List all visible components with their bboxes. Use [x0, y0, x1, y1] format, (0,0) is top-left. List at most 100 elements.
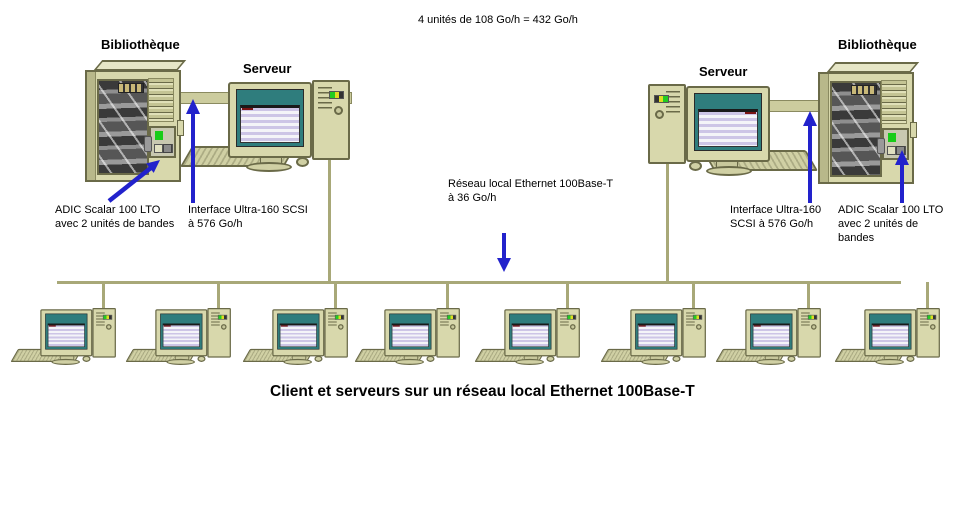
library-side-tab [910, 122, 917, 138]
monitor-base [641, 358, 670, 366]
computer-workstation [600, 308, 706, 369]
tower-power-button [655, 110, 664, 119]
tower-vents [560, 312, 569, 326]
screen-window [240, 104, 300, 143]
computer-workstation [125, 308, 231, 369]
tower-led-indicator [692, 314, 703, 320]
up-arrow-icon [186, 99, 200, 203]
green-led-icon [155, 131, 163, 140]
screen-window [162, 323, 200, 348]
monitor-screen [869, 313, 912, 350]
computer-workstation [474, 308, 580, 369]
tower-power-button [334, 106, 343, 115]
screen-window [752, 323, 790, 348]
panel-button [887, 146, 896, 155]
monitor-base [875, 358, 904, 366]
tower-power-button [338, 324, 344, 330]
tower-vents [440, 312, 449, 326]
library-glass-door [97, 79, 149, 175]
server-workstation-right [648, 84, 819, 182]
library-right [818, 62, 920, 186]
tower-led-indicator [807, 314, 818, 320]
library-control-panel [877, 128, 909, 160]
computer-workstation [834, 308, 940, 369]
computer-tower [324, 308, 348, 358]
client-workstation [10, 282, 117, 370]
computer-tower [92, 308, 116, 358]
lan-note: Réseau local Ethernet 100Base-T à 36 Go/… [448, 178, 614, 204]
library-side-face [87, 72, 96, 180]
mouse [546, 355, 555, 362]
client-network-drop [217, 282, 220, 309]
client-network-drop [926, 282, 929, 309]
library-control-panel [144, 126, 176, 158]
computer-workstation [179, 80, 350, 178]
monitor-base [51, 358, 80, 366]
server-left-network-drop [328, 156, 331, 284]
computer-tower [556, 308, 580, 358]
client-workstation [354, 282, 461, 370]
tower-led-indicator [566, 314, 577, 320]
computer-tower [916, 308, 940, 358]
screen-window [637, 323, 675, 348]
monitor-screen [160, 313, 203, 350]
library-left-label: Bibliothèque [101, 37, 180, 52]
scsi-left-note: Interface Ultra-160 SCSI à 576 Go/h [188, 204, 308, 230]
client-network-drop [102, 282, 105, 309]
throughput-note: 4 unités de 108 Go/h = 432 Go/h [418, 14, 578, 26]
monitor [745, 309, 798, 357]
computer-tower [797, 308, 821, 358]
monitor-screen [45, 313, 88, 350]
library-front-face [85, 70, 184, 182]
monitor-base [246, 162, 292, 172]
monitor [40, 309, 93, 357]
down-arrow-icon [497, 233, 511, 272]
library-left [85, 60, 187, 184]
computer-workstation [715, 308, 821, 369]
computer-tower [207, 308, 231, 358]
green-led-icon [888, 133, 896, 142]
client-workstation [125, 282, 232, 370]
tower-power-button [696, 324, 702, 330]
computer-tower [436, 308, 460, 358]
up-arrow-icon [803, 111, 817, 203]
server-right-network-drop [666, 162, 669, 284]
library-vents [881, 80, 907, 124]
monitor [228, 82, 312, 158]
screen-window [279, 323, 317, 348]
scsi-right-note: Interface Ultra-160 SCSI à 576 Go/h [730, 204, 822, 230]
monitor [864, 309, 917, 357]
mouse [787, 355, 796, 362]
computer-tower [312, 80, 350, 160]
monitor-screen [694, 93, 762, 151]
client-network-drop [807, 282, 810, 309]
tower-power-button [106, 324, 112, 330]
client-workstation [834, 282, 941, 370]
tape-library [85, 60, 187, 184]
server-right-label: Serveur [699, 64, 748, 79]
monitor [155, 309, 208, 357]
library-glass-door [830, 81, 882, 177]
computer-workstation [648, 84, 819, 182]
library-side-face [820, 74, 829, 182]
mouse [689, 161, 702, 171]
mouse [672, 355, 681, 362]
client-network-drop [334, 282, 337, 309]
screen-window [871, 323, 909, 348]
monitor [630, 309, 683, 357]
client-network-drop [692, 282, 695, 309]
library-front-face [818, 72, 917, 184]
client-workstation [715, 282, 822, 370]
tower-power-button [570, 324, 576, 330]
tower-vents [801, 312, 810, 326]
tower-vents [686, 312, 695, 326]
tower-vents [96, 312, 105, 326]
screen-window [391, 323, 429, 348]
panel-button [154, 144, 163, 153]
client-workstation [474, 282, 581, 370]
mouse [314, 355, 323, 362]
library-right-label: Bibliothèque [838, 37, 917, 52]
diagram-caption: Client et serveurs sur un réseau local E… [270, 383, 695, 400]
tower-vents [328, 312, 337, 326]
